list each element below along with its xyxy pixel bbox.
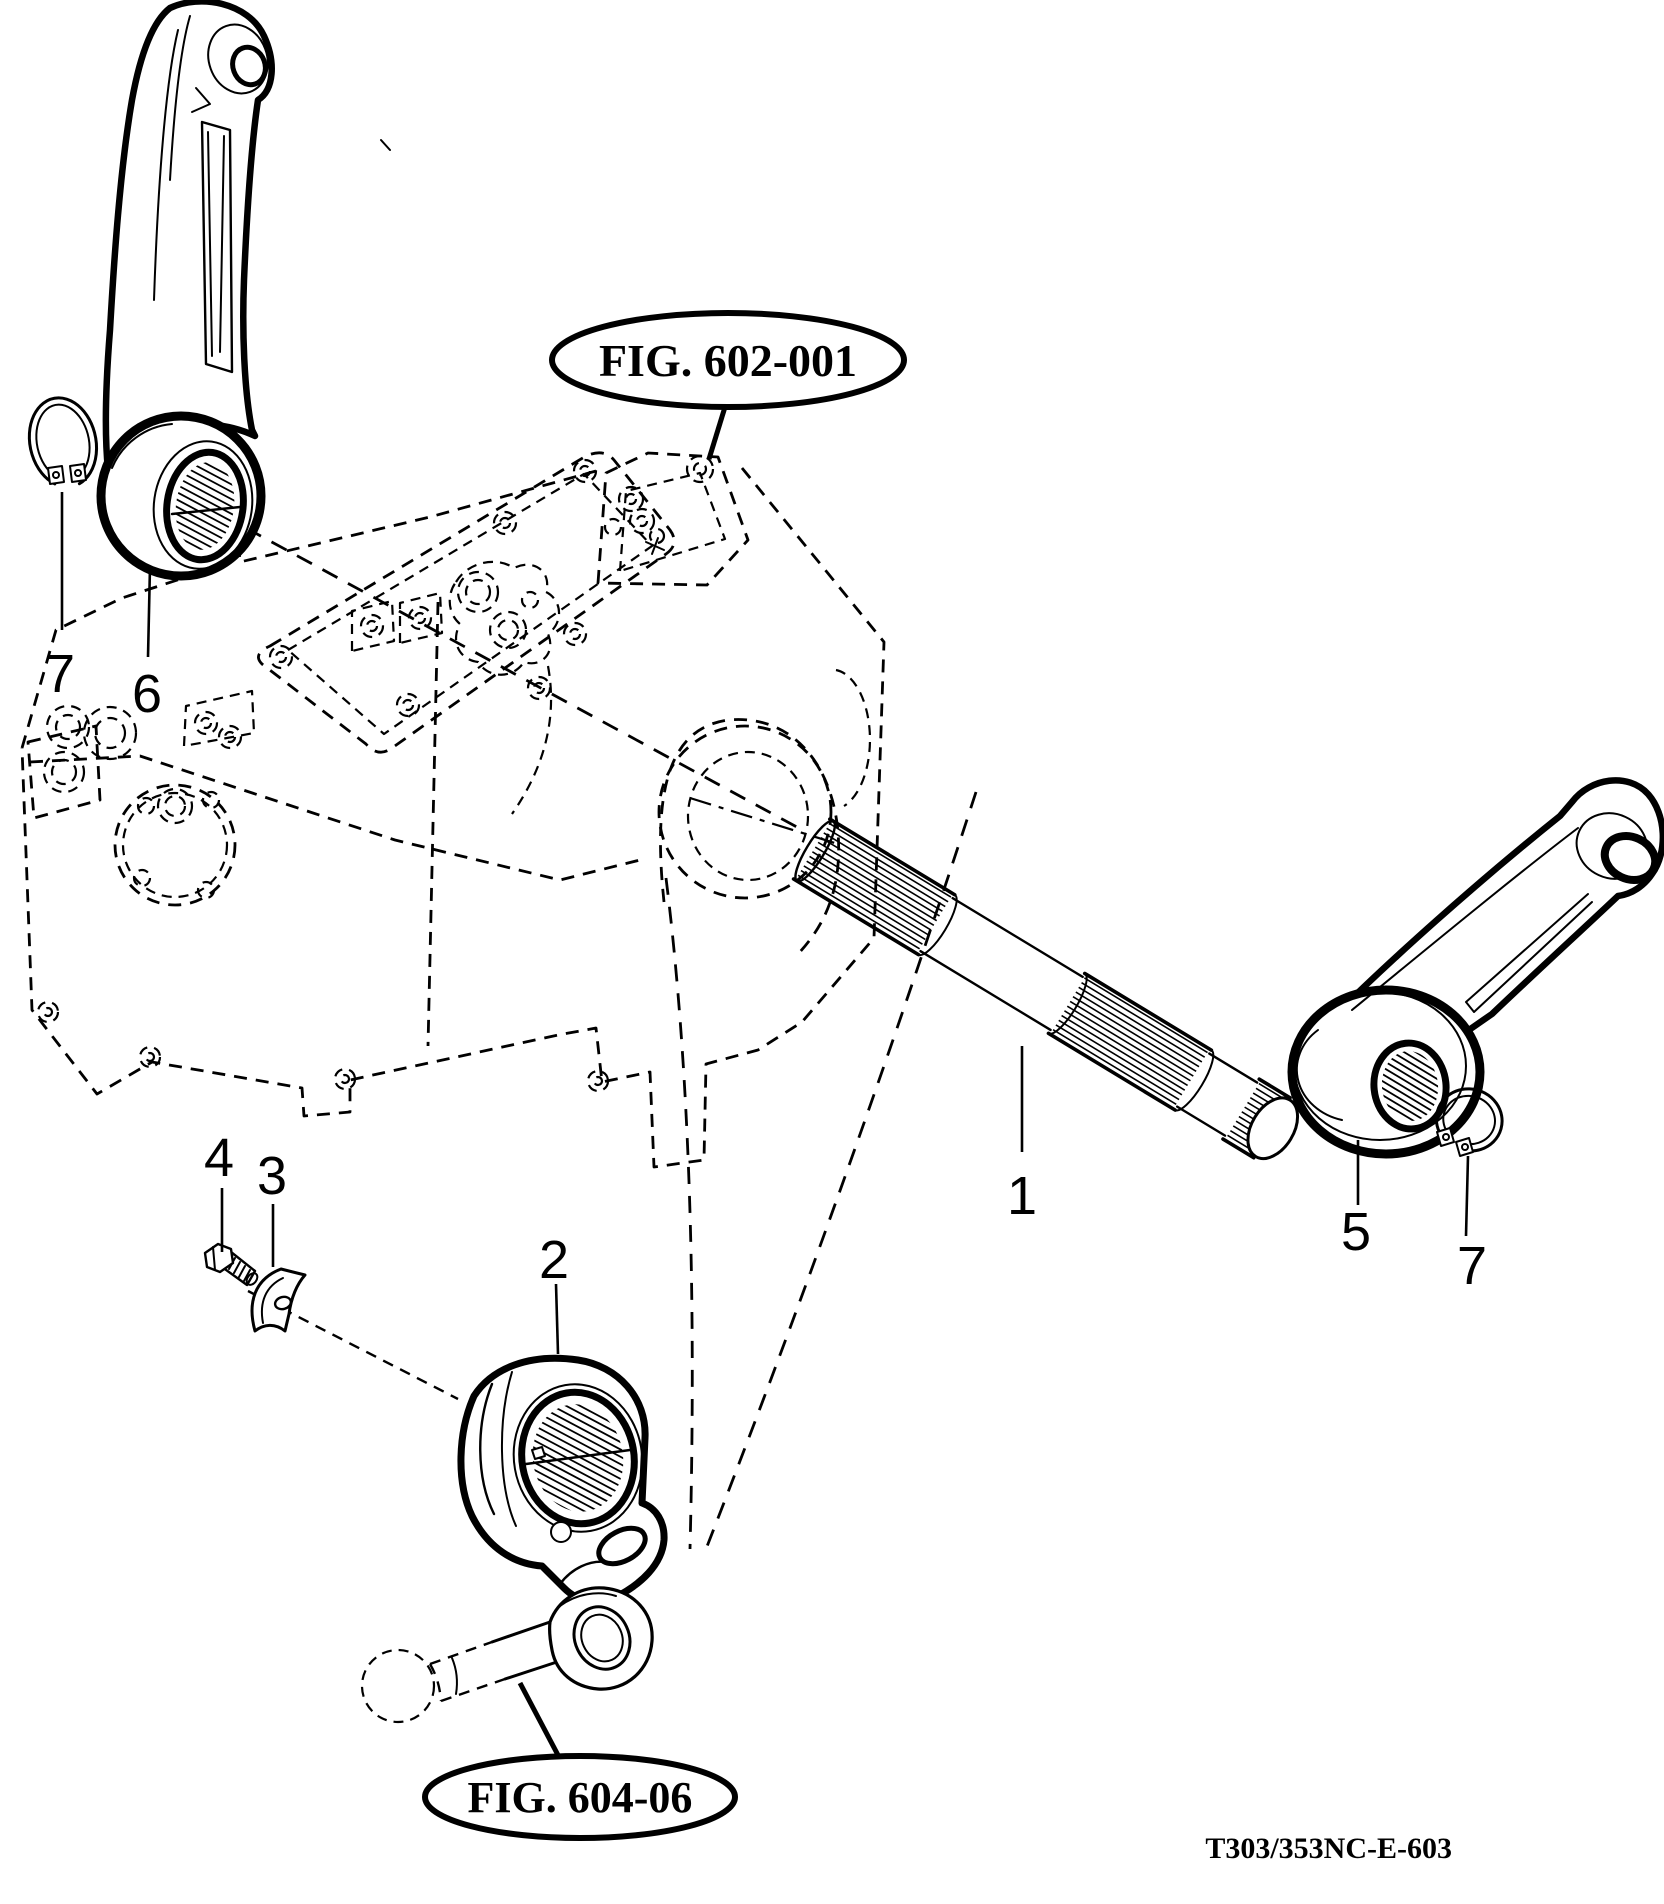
- part-callouts: 7 6 4 3 2 1 5 7: [45, 492, 1487, 1355]
- part-label-4[interactable]: 4: [204, 1128, 234, 1188]
- yoke-clamp: [457, 1354, 668, 1606]
- fig-callout-top-label[interactable]: FIG. 602-001: [599, 335, 857, 386]
- hydraulic-housing-outline: [20, 451, 886, 1169]
- housing-bracket: [596, 451, 750, 587]
- housing-top-flange: [257, 451, 676, 754]
- stray-tick: [380, 139, 391, 151]
- part-label-3[interactable]: 3: [257, 1146, 287, 1206]
- leader-line: [146, 565, 152, 658]
- rockshaft: [791, 817, 1300, 1161]
- part-label-5[interactable]: 5: [1341, 1202, 1371, 1262]
- link-rod-reference: [360, 1586, 654, 1724]
- part-label-1[interactable]: 1: [1007, 1166, 1037, 1226]
- snap-ring-left: [27, 396, 99, 486]
- callout-lift-arm-right[interactable]: 5: [1341, 1140, 1371, 1262]
- bolt: [203, 1242, 259, 1287]
- part-label-7-right[interactable]: 7: [1457, 1236, 1487, 1296]
- lock-plate: [250, 1267, 307, 1333]
- fig-callout-bottom-label[interactable]: FIG. 604-06: [468, 1773, 693, 1822]
- callout-snap-ring-left[interactable]: 7: [45, 492, 75, 704]
- leader-line: [1464, 1155, 1470, 1237]
- clamp-fork-hole: [596, 1525, 648, 1567]
- lift-arm-left: [96, 0, 275, 581]
- leader-line: [554, 1283, 560, 1355]
- part-label-2[interactable]: 2: [539, 1230, 569, 1290]
- fig-callout-top[interactable]: FIG. 602-001: [549, 310, 907, 460]
- part-label-6[interactable]: 6: [132, 664, 162, 724]
- callout-yoke-clamp[interactable]: 2: [539, 1230, 569, 1355]
- callout-snap-ring-right[interactable]: 7: [1457, 1155, 1487, 1296]
- fig-callout-bottom[interactable]: FIG. 604-06: [422, 1681, 738, 1841]
- doc-code: T303/353NC-E-603: [1205, 1832, 1452, 1865]
- housing-clevis-lugs: [182, 591, 444, 750]
- snap-ring-right: [1434, 1087, 1504, 1157]
- fig-callout-bottom-ellipse[interactable]: [422, 1753, 738, 1841]
- callout-shaft[interactable]: 1: [1007, 1046, 1037, 1226]
- fig-callout-bottom-leader: [517, 1681, 562, 1759]
- callout-bolt[interactable]: 4: [204, 1128, 234, 1252]
- arm-left-eye-hole: [230, 44, 268, 88]
- arm-right-eye-hole: [1600, 832, 1660, 884]
- arm-slot: [200, 120, 234, 374]
- lift-arm-right: [1287, 777, 1664, 1159]
- fig-callout-top-ellipse[interactable]: [549, 310, 907, 410]
- housing-left-face: [26, 704, 610, 1093]
- callout-lock-plate[interactable]: 3: [257, 1146, 287, 1267]
- housing-shaft-bore: [657, 668, 872, 955]
- callout-lift-arm-left[interactable]: 6: [132, 565, 162, 724]
- fig-callout-top-leader: [706, 406, 728, 460]
- part-label-7-left[interactable]: 7: [45, 644, 75, 704]
